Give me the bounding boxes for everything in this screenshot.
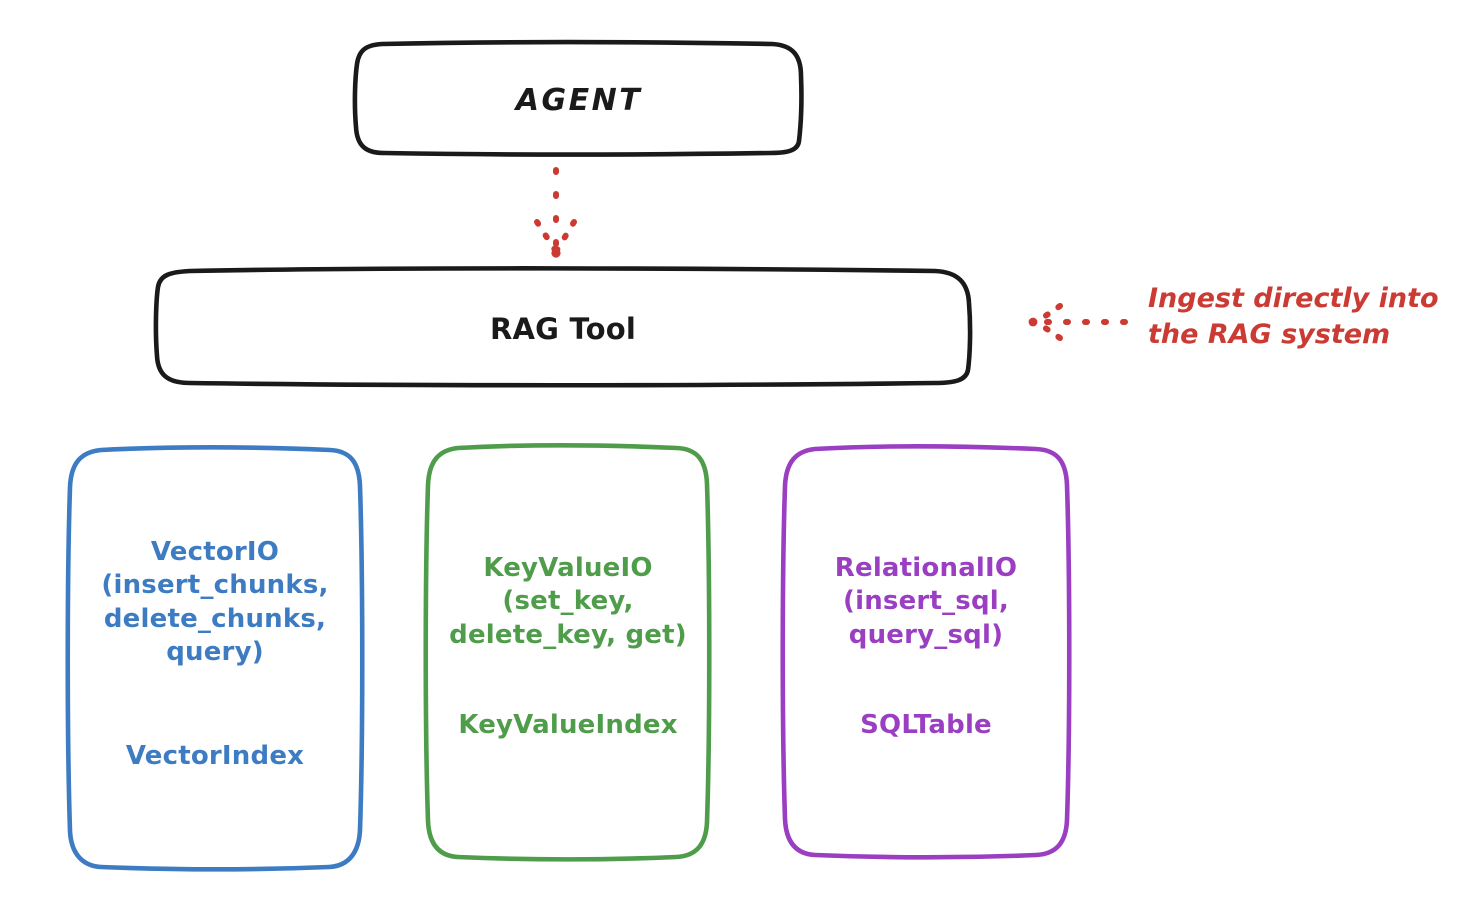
vector-io-api-label: VectorIO (insert_chunks, delete_chunks, … — [101, 537, 329, 667]
rag-tool-box-shape — [153, 266, 973, 388]
ingest-annotation: Ingest directly into the RAG system — [1148, 283, 1439, 350]
agent-to-rag-dotted-arrow — [534, 167, 577, 258]
ingest-dotted-arrow — [1028, 303, 1128, 341]
relational-io-index-label: SQLTable — [860, 710, 992, 740]
agent-label: AGENT — [515, 83, 643, 118]
key-value-io-box-shape — [423, 443, 712, 862]
agent-box-shape — [352, 39, 804, 157]
key-value-io-index-label: KeyValueIndex — [458, 710, 678, 740]
key-value-io-api-label: KeyValueIO (set_key, delete_key, get) — [449, 553, 687, 650]
relational-io-box-shape — [780, 444, 1072, 860]
relational-io-api-label: RelationalIO (insert_sql, query_sql) — [834, 553, 1018, 650]
rag-tool-label: RAG Tool — [490, 312, 636, 346]
vector-io-index-label: VectorIndex — [125, 741, 305, 771]
vector-io-box-shape — [65, 445, 365, 872]
